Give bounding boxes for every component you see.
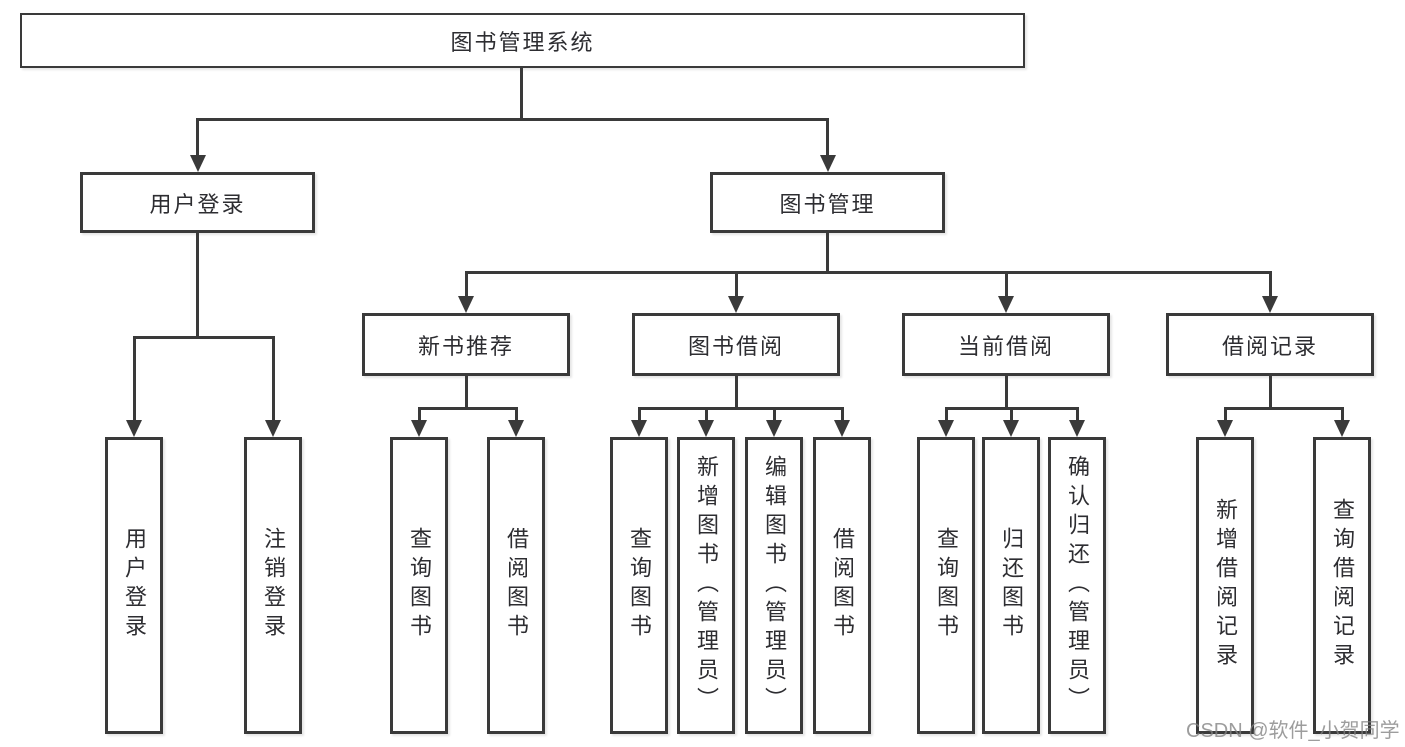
leaf-borrowing-borrow-books-label: 借阅图书: [830, 527, 855, 644]
csdn-watermark: CSDN @软件_小贺同学: [1186, 720, 1400, 742]
arrowhead-down: [458, 296, 474, 313]
node-current-borrowing: 当前借阅: [902, 313, 1110, 376]
arrowhead-down: [834, 420, 850, 437]
arrowhead-down: [126, 420, 142, 437]
connector-line: [1269, 271, 1272, 299]
connector-line: [196, 231, 199, 338]
leaf-add-books-admin: 新增图书（管理员）: [677, 437, 735, 734]
node-root-label: 图书管理系统: [450, 29, 595, 55]
leaf-current-query-books: 查询图书: [917, 437, 975, 734]
connector-line: [638, 407, 641, 423]
leaf-recommend-borrow-books-label: 借阅图书: [504, 527, 529, 644]
leaf-return-books: 归还图书: [982, 437, 1040, 734]
arrowhead-down: [698, 420, 714, 437]
arrowhead-down: [1262, 296, 1278, 313]
connector-line: [1224, 407, 1227, 423]
connector-line: [1341, 407, 1344, 423]
leaf-borrowing-query-books-label: 查询图书: [627, 527, 652, 644]
leaf-borrowing-query-books: 查询图书: [610, 437, 668, 734]
leaf-recommend-query-books-label: 查询图书: [407, 527, 432, 644]
leaf-confirm-return-admin: 确认归还（管理员）: [1048, 437, 1106, 734]
connector-line: [1269, 374, 1272, 409]
arrowhead-down: [820, 155, 836, 172]
leaf-add-books-admin-label: 新增图书（管理员）: [694, 454, 719, 717]
leaf-confirm-return-admin-label: 确认归还（管理员）: [1065, 454, 1090, 717]
connector-line: [465, 374, 468, 409]
node-root: 图书管理系统: [20, 13, 1025, 68]
connector-line: [520, 66, 523, 118]
leaf-logout: 注销登录: [244, 437, 302, 734]
leaf-edit-books-admin-label: 编辑图书（管理员）: [762, 454, 787, 717]
connector-line: [735, 374, 738, 409]
leaf-user-login-label: 用户登录: [122, 527, 147, 644]
node-current-borrowing-label: 当前借阅: [957, 333, 1054, 359]
arrowhead-down: [1334, 420, 1350, 437]
leaf-borrowing-borrow-books: 借阅图书: [813, 437, 871, 734]
connector-line: [418, 407, 421, 423]
connector-line: [945, 407, 948, 423]
connector-line: [1076, 407, 1079, 423]
node-book-borrowing-label: 图书借阅: [687, 333, 784, 359]
leaf-user-login: 用户登录: [105, 437, 163, 734]
arrowhead-down: [1217, 420, 1233, 437]
connector-line: [1224, 407, 1344, 410]
node-borrowing-records-label: 借阅记录: [1221, 333, 1318, 359]
connector-line: [735, 271, 738, 299]
leaf-query-borrow-record: 查询借阅记录: [1313, 437, 1371, 734]
leaf-recommend-query-books: 查询图书: [390, 437, 448, 734]
connector-line: [841, 407, 844, 423]
leaf-edit-books-admin: 编辑图书（管理员）: [745, 437, 803, 734]
connector-line: [465, 271, 1272, 274]
node-new-book-recommendation: 新书推荐: [362, 313, 570, 376]
connector-line: [465, 271, 468, 299]
leaf-current-query-books-label: 查询图书: [934, 527, 959, 644]
leaf-add-borrow-record: 新增借阅记录: [1196, 437, 1254, 734]
connector-line: [418, 407, 518, 410]
arrowhead-down: [265, 420, 281, 437]
connector-line: [826, 231, 829, 273]
connector-line: [272, 336, 275, 422]
arrowhead-down: [998, 296, 1014, 313]
arrowhead-down: [728, 296, 744, 313]
arrowhead-down: [766, 420, 782, 437]
connector-line: [1005, 374, 1008, 409]
connector-line: [196, 118, 199, 158]
node-book-borrowing: 图书借阅: [632, 313, 840, 376]
connector-line: [133, 336, 275, 339]
node-new-book-recommendation-label: 新书推荐: [417, 333, 514, 359]
leaf-add-borrow-record-label: 新增借阅记录: [1213, 498, 1238, 673]
arrowhead-down: [411, 420, 427, 437]
leaf-recommend-borrow-books: 借阅图书: [487, 437, 545, 734]
connector-line: [196, 118, 829, 121]
arrowhead-down: [938, 420, 954, 437]
leaf-logout-label: 注销登录: [261, 527, 286, 644]
connector-line: [826, 118, 829, 158]
node-user-login-branch: 用户登录: [80, 172, 315, 233]
connector-line: [1010, 407, 1013, 423]
node-book-management-branch-label: 图书管理: [779, 191, 876, 217]
connector-line: [1005, 271, 1008, 299]
connector-line: [638, 407, 844, 410]
arrowhead-down: [1003, 420, 1019, 437]
arrowhead-down: [508, 420, 524, 437]
connector-line: [705, 407, 708, 423]
node-book-management-branch: 图书管理: [710, 172, 945, 233]
connector-line: [515, 407, 518, 423]
arrowhead-down: [1069, 420, 1085, 437]
arrowhead-down: [631, 420, 647, 437]
node-borrowing-records: 借阅记录: [1166, 313, 1374, 376]
node-user-login-branch-label: 用户登录: [149, 191, 246, 217]
connector-line: [133, 336, 136, 422]
connector-line: [773, 407, 776, 423]
leaf-query-borrow-record-label: 查询借阅记录: [1330, 498, 1355, 673]
arrowhead-down: [190, 155, 206, 172]
leaf-return-books-label: 归还图书: [999, 527, 1024, 644]
